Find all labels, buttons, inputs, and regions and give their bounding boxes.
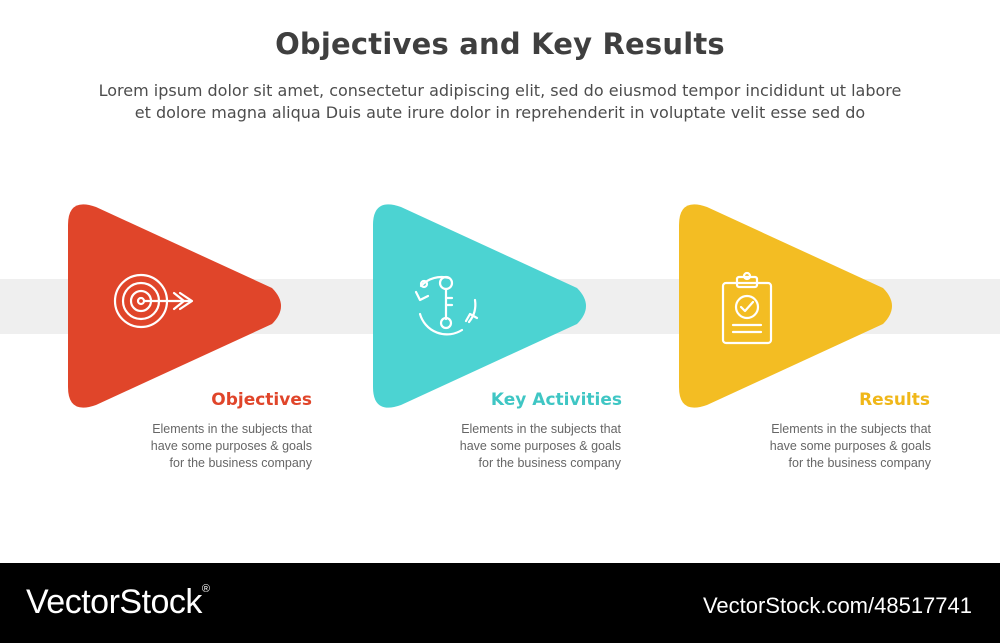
step-3-triangle — [679, 204, 892, 408]
clipboard-check-icon — [721, 271, 773, 345]
footer-brand: VectorStock® — [26, 583, 210, 622]
footer-brand-name: VectorStock — [26, 583, 202, 621]
target-arrow-icon — [113, 273, 194, 329]
step-3-description: Elements in the subjects that have some … — [769, 422, 931, 470]
step-1-triangle — [68, 204, 281, 408]
page-subtitle: Lorem ipsum dolor sit amet, consectetur … — [98, 81, 902, 122]
page-title: Objectives and Key Results — [275, 27, 725, 61]
step-1-label: Objectives — [211, 390, 312, 410]
step-2-description: Elements in the subjects that have some … — [459, 422, 621, 470]
step-1-description: Elements in the subjects that have some … — [150, 422, 312, 470]
footer-bar: VectorStock® VectorStock.com/48517741 — [0, 563, 1000, 643]
step-2-triangle — [373, 204, 586, 408]
footer-watermark: VectorStock.com/48517741 — [702, 593, 972, 618]
key-cycle-icon — [414, 275, 479, 336]
step-3-label: Results — [859, 390, 930, 410]
step-2-label: Key Activities — [490, 390, 622, 410]
footer-brand-registered: ® — [201, 583, 210, 595]
